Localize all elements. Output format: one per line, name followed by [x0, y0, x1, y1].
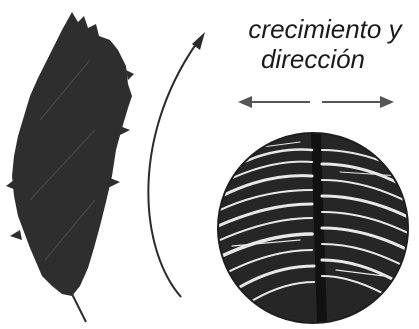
magnified-feather-detail — [218, 133, 410, 323]
double-headed-arrow-icon — [238, 96, 394, 108]
feather-icon — [6, 12, 134, 322]
caption-line-1: crecimiento y — [231, 14, 419, 44]
caption-line-2: dirección — [238, 44, 388, 74]
curved-arrow-icon — [148, 32, 205, 297]
